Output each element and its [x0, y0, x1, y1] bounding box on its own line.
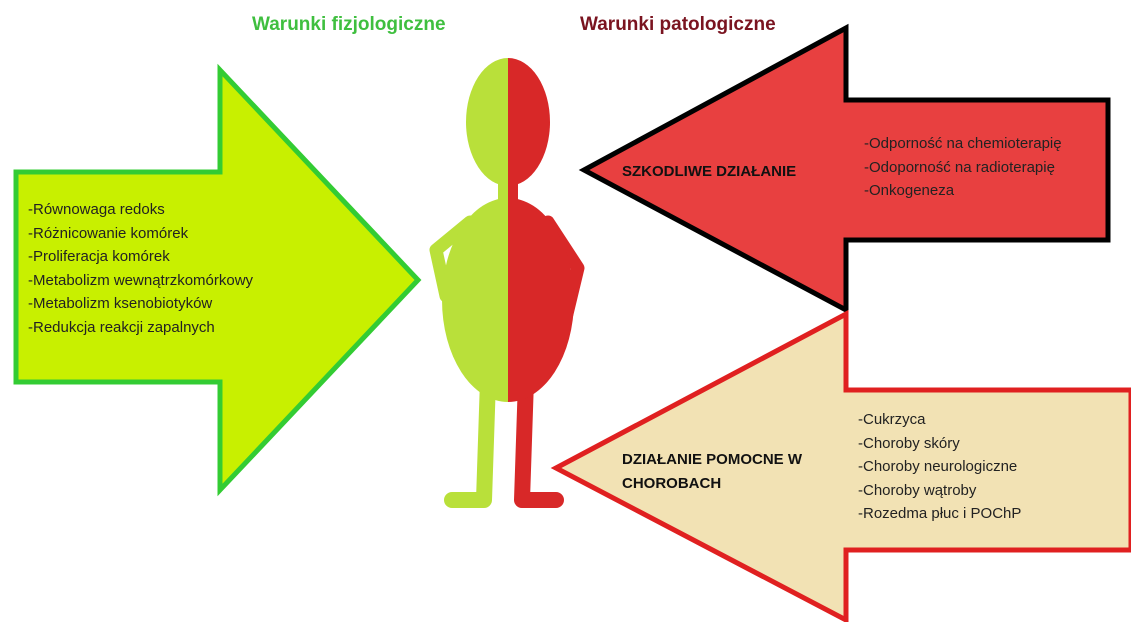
list-item: -Odoporność na radioterapię	[864, 156, 1124, 180]
figure-head	[466, 58, 550, 186]
list-item: -Różnicowanie komórek	[28, 222, 268, 246]
list-item: -Choroby wątroby	[858, 479, 1118, 503]
list-item: -Metabolizm ksenobiotyków	[28, 292, 268, 316]
pathological-heading: Warunki patologiczne	[580, 14, 776, 36]
list-item: -Rozedma płuc i POChP	[858, 502, 1118, 526]
list-item: -Odporność na chemioterapię	[864, 132, 1124, 156]
figure	[436, 58, 578, 500]
list-item: -Cukrzyca	[858, 408, 1118, 432]
list-item: -Metabolizm wewnątrzkomórkowy	[28, 269, 268, 293]
figure-left-leg	[452, 380, 488, 500]
list-item: -Redukcja reakcji zapalnych	[28, 316, 268, 340]
list-item: -Proliferacja komórek	[28, 245, 268, 269]
physiological-heading: Warunki fizjologiczne	[252, 14, 446, 36]
list-item: -Choroby neurologiczne	[858, 455, 1118, 479]
harmful-effect-label: SZKODLIWE DZIAŁANIE	[622, 160, 796, 184]
list-item: -Choroby skóry	[858, 432, 1118, 456]
figure-body	[442, 198, 574, 402]
list-item: -Równowaga redoks	[28, 198, 268, 222]
list-item: -Onkogeneza	[864, 179, 1124, 203]
physiological-effects-list: -Równowaga redoks -Różnicowanie komórek …	[28, 198, 268, 339]
diseases-list: -Cukrzyca -Choroby skóry -Choroby neurol…	[858, 408, 1118, 526]
harmful-effects-list: -Odporność na chemioterapię -Odoporność …	[864, 132, 1124, 203]
helpful-effect-label: DZIAŁANIE POMOCNE W CHOROBACH	[622, 448, 822, 496]
figure-right-leg	[522, 380, 556, 500]
